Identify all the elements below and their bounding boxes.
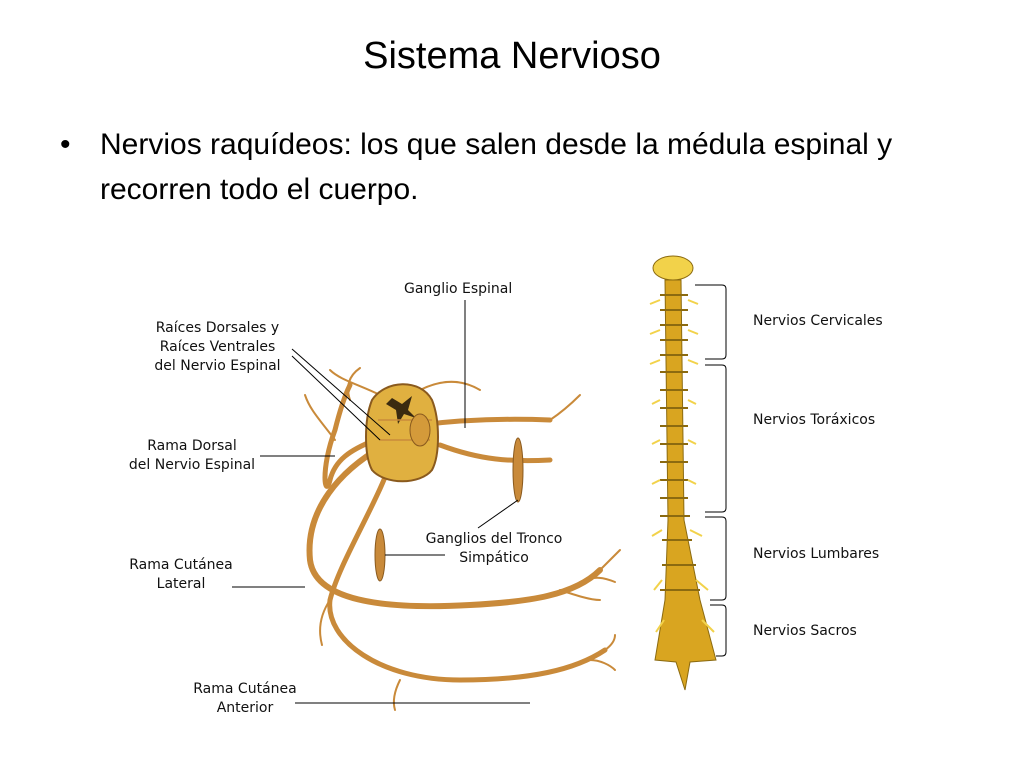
label-nervios-cervicales: Nervios Cervicales [753,313,883,329]
label-cutanea-anterior: Rama Cutánea Anterior [182,680,308,718]
label-ganglios-tronco: Ganglios del Tronco Simpático [412,530,576,568]
label-cutanea-anterior-line1: Rama Cutánea [193,681,297,697]
label-ganglio-espinal: Ganglio Espinal [404,281,513,297]
label-raices-line1: Raíces Dorsales y [155,320,280,336]
label-ganglios-tronco-line1: Ganglios del Tronco [425,531,563,547]
label-raices-line3: del Nervio Espinal [154,358,281,374]
label-ganglios-tronco-line2: Simpático [459,550,529,566]
bullet-text: Nervios raquídeos: los que salen desde l… [100,128,893,206]
bullet-symbol: • [60,128,71,161]
label-rama-dorsal-line2: del Nervio Espinal [128,457,256,473]
label-cutanea-lateral-line1: Rama Cutánea [129,557,233,573]
label-cutanea-lateral: Rama Cutánea Lateral [128,556,234,594]
label-raices: Raíces Dorsales y Raíces Ventrales del N… [140,319,295,376]
label-rama-dorsal-line1: Rama Dorsal [147,438,237,454]
label-raices-line2: Raíces Ventrales [159,339,276,355]
label-cutanea-anterior-line2: Anterior [216,700,274,716]
label-cutanea-lateral-line2: Lateral [156,576,206,592]
label-nervios-lumbares: Nervios Lumbares [753,546,880,562]
label-rama-dorsal: Rama Dorsal del Nervio Espinal [118,437,266,475]
label-nervios-sacros: Nervios Sacros [753,623,857,639]
slide-title: Sistema Nervioso [363,35,661,77]
label-nervios-toraxicos: Nervios Toráxicos [753,412,876,428]
